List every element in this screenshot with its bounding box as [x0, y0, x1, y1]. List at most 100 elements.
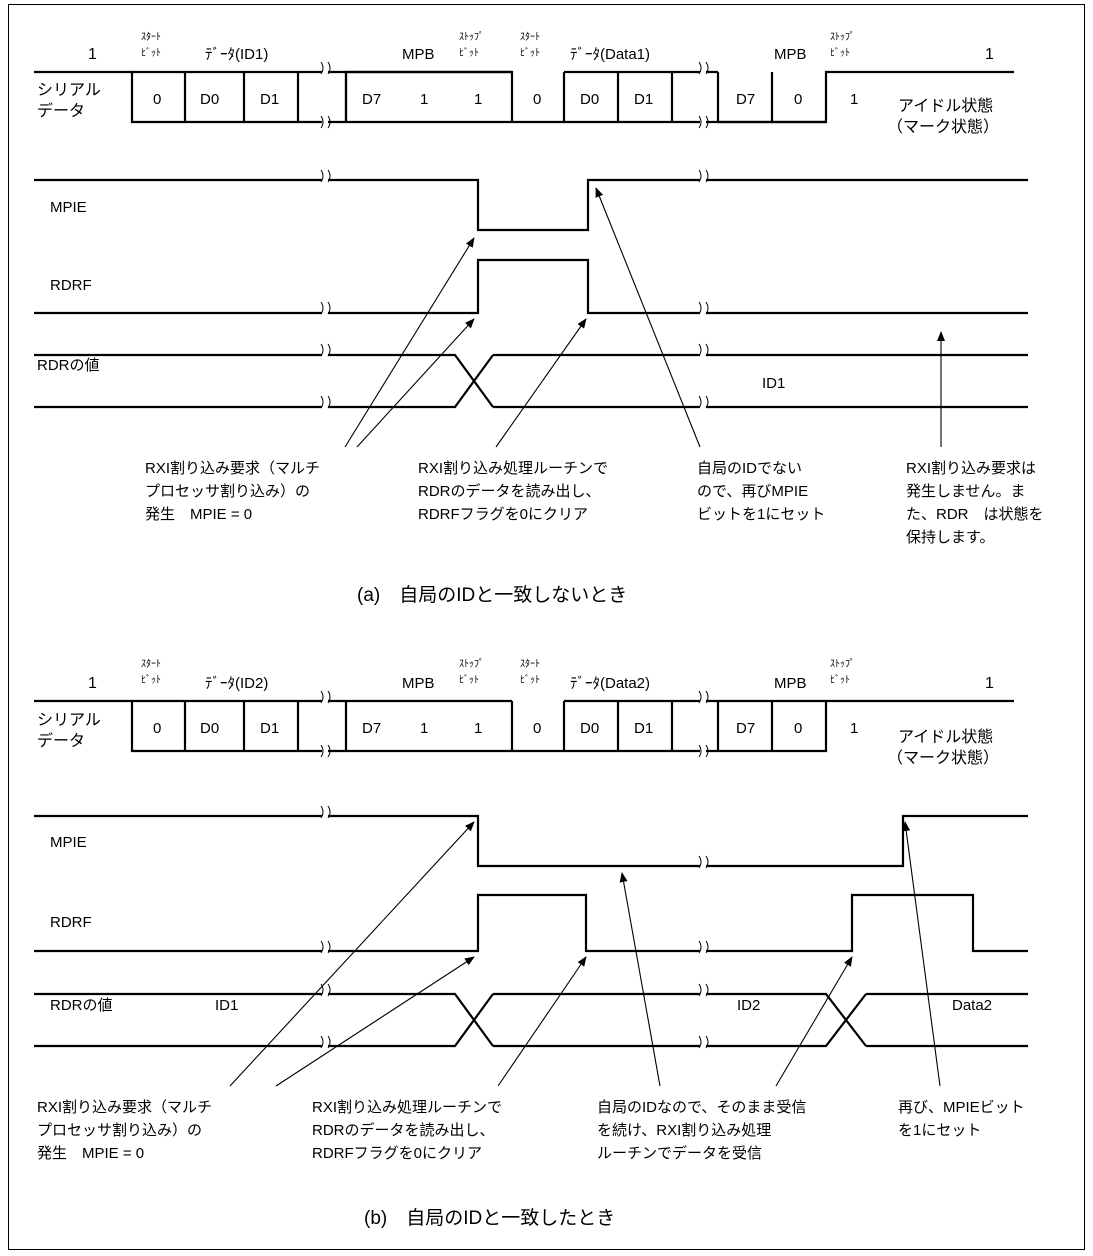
arrow — [595, 187, 701, 448]
start-bit-label: ｽﾀｰﾄ — [520, 31, 540, 43]
svg-text:ビットを1にセット: ビットを1にセット — [697, 506, 825, 523]
bit-dividers — [183, 701, 774, 751]
start-bit-label: ｽﾀｰﾄ — [141, 658, 161, 670]
idle-bit-label: 1 — [88, 46, 97, 63]
bit-d0: D0 — [200, 720, 219, 737]
start-bit-label-2: ﾋﾞｯﾄ — [520, 47, 540, 59]
bit-dividers — [183, 70, 774, 122]
mpie-label: MPIE — [50, 834, 87, 851]
bit-d7: D7 — [736, 720, 755, 737]
stop-bit-label: ｽﾄｯﾌﾟ — [459, 31, 484, 43]
mpb-label: MPB — [774, 675, 807, 692]
idle-state-label: アイドル状態 — [898, 728, 993, 746]
bit-mpb: 1 — [420, 91, 428, 108]
svg-text:RXI割り込み処理ルーチンで: RXI割り込み処理ルーチンで — [418, 460, 608, 477]
data-data-label: ﾃﾞｰﾀ(Data1) — [570, 46, 650, 63]
rdrf-waveform — [34, 258, 1028, 315]
rdrf-label: RDRF — [50, 914, 92, 931]
note-not-own-id: 自局のIDでない ので、再びMPIE ビットを1にセット — [697, 460, 825, 523]
arrow — [229, 821, 475, 1087]
bit-start: 0 — [533, 91, 541, 108]
break-marks — [320, 301, 709, 315]
svg-text:プロセッサ割り込み）の: プロセッサ割り込み）の — [145, 483, 310, 500]
note-rxi-request: RXI割り込み要求（マルチ プロセッサ割り込み）の 発生 MPIE = 0 — [37, 1099, 212, 1162]
idle-bit-label: 1 — [985, 675, 994, 692]
arrow — [775, 956, 853, 1087]
bit-mpb: 1 — [420, 720, 428, 737]
stop-bit-label: ｽﾄｯﾌﾟ — [830, 31, 855, 43]
rdr-value: ID1 — [762, 375, 785, 392]
svg-text:た、RDR は状態を: た、RDR は状態を — [906, 506, 1044, 523]
bit-mpb: 0 — [794, 720, 802, 737]
svg-text:を1にセット: を1にセット — [898, 1122, 981, 1139]
data-id-label: ﾃﾞｰﾀ(ID2) — [205, 675, 268, 692]
bit-d7: D7 — [736, 91, 755, 108]
break-marks — [320, 169, 709, 183]
svg-text:RXI割り込み要求（マルチ: RXI割り込み要求（マルチ — [145, 460, 320, 477]
svg-text:発生 MPIE = 0: 発生 MPIE = 0 — [145, 506, 252, 523]
caption-a: (a) 自局のIDと一致しないとき — [357, 584, 627, 606]
rdr-waveform — [34, 353, 1028, 409]
bit-d7: D7 — [362, 91, 381, 108]
serial-waveform — [34, 70, 1014, 124]
note-rxi-request: RXI割り込み要求（マルチ プロセッサ割り込み）の 発生 MPIE = 0 — [145, 460, 320, 523]
mpie-waveform — [34, 178, 1028, 232]
note-no-request: RXI割り込み要求は 発生しません。ま た、RDR は状態を 保持します。 — [906, 460, 1044, 546]
stop-bit-label-2: ﾋﾞｯﾄ — [459, 674, 479, 686]
caption-b: (b) 自局のIDと一致したとき — [364, 1207, 615, 1229]
serial-data-label: シリアル — [37, 82, 101, 99]
bit-d1: D1 — [260, 91, 279, 108]
mpb-label: MPB — [402, 46, 435, 63]
start-bit-label-2: ﾋﾞｯﾄ — [520, 674, 540, 686]
mark-state-label: （マーク状態） — [887, 749, 999, 767]
break-marks — [320, 690, 709, 758]
diagram-frame — [8, 4, 1085, 1250]
svg-text:RXI割り込み要求は: RXI割り込み要求は — [906, 460, 1036, 477]
break-marks — [320, 983, 709, 1049]
svg-text:RDRFフラグを0にクリア: RDRFフラグを0にクリア — [418, 506, 588, 523]
data-data-label: ﾃﾞｰﾀ(Data2) — [570, 675, 650, 692]
start-bit-label-2: ﾋﾞｯﾄ — [141, 47, 161, 59]
svg-text:ルーチンでデータを受信: ルーチンでデータを受信 — [597, 1144, 762, 1162]
mpb-label: MPB — [402, 675, 435, 692]
arrow — [275, 956, 475, 1087]
svg-text:RDRのデータを読み出し、: RDRのデータを読み出し、 — [418, 482, 601, 500]
note-own-id: 自局のIDなので、そのまま受信 を続け、RXI割り込み処理 ルーチンでデータを受… — [597, 1099, 806, 1162]
note-set-mpie: 再び、MPIEビット を1にセット — [898, 1099, 1025, 1139]
svg-text:ので、再びMPIE: ので、再びMPIE — [697, 483, 808, 500]
bit-stop: 1 — [474, 720, 482, 737]
mark-state-label: （マーク状態） — [887, 118, 999, 136]
mpie-waveform — [34, 814, 1028, 868]
arrow — [497, 956, 587, 1087]
idle-state-label: アイドル状態 — [898, 97, 993, 115]
bit-start: 0 — [533, 720, 541, 737]
idle-bit-label: 1 — [985, 46, 994, 63]
panel-a: 1 ｽﾀｰﾄ ﾋﾞｯﾄ ﾃﾞｰﾀ(ID1) MPB ｽﾄｯﾌﾟ ﾋﾞｯﾄ ｽﾀｰ… — [34, 31, 1044, 606]
mpie-label: MPIE — [50, 199, 87, 216]
svg-text:RXI割り込み処理ルーチンで: RXI割り込み処理ルーチンで — [312, 1099, 502, 1116]
bit-stop: 1 — [474, 91, 482, 108]
stop-bit-label-2: ﾋﾞｯﾄ — [459, 47, 479, 59]
svg-text:プロセッサ割り込み）の: プロセッサ割り込み）の — [37, 1122, 202, 1139]
svg-text:自局のIDでない: 自局のIDでない — [697, 460, 802, 477]
rdr-value-3: Data2 — [952, 997, 992, 1014]
serial-waveform — [34, 699, 1014, 753]
arrow — [902, 821, 941, 1087]
data-id-label: ﾃﾞｰﾀ(ID1) — [205, 46, 268, 63]
break-marks — [320, 343, 709, 409]
stop-bit-label: ｽﾄｯﾌﾟ — [830, 658, 855, 670]
start-bit-label-2: ﾋﾞｯﾄ — [141, 674, 161, 686]
rdr-waveform — [34, 992, 1028, 1048]
rdr-value-2: ID2 — [737, 997, 760, 1014]
break-marks — [320, 61, 709, 129]
bit-start: 0 — [153, 720, 161, 737]
svg-text:発生 MPIE = 0: 発生 MPIE = 0 — [37, 1145, 144, 1162]
rdr-value-1: ID1 — [215, 997, 238, 1014]
rdrf-waveform — [34, 893, 1028, 953]
start-bit-label: ｽﾀｰﾄ — [141, 31, 161, 43]
note-rxi-routine: RXI割り込み処理ルーチンで RDRのデータを読み出し、 RDRFフラグを0にク… — [312, 1099, 502, 1162]
arrow — [619, 872, 661, 1087]
rdr-value-label: RDRの値 — [50, 997, 113, 1014]
arrow — [344, 237, 475, 448]
